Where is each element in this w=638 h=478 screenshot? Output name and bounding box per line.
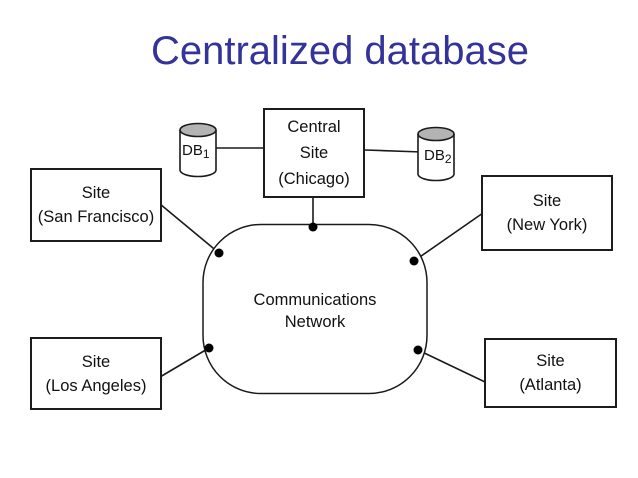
connector-atlanta-network	[417, 349, 486, 383]
db2-subscript: 2	[444, 152, 452, 166]
connector-losangeles-network	[159, 347, 210, 378]
network-label: Communications Network	[215, 289, 415, 333]
db2-name: DB	[424, 147, 445, 164]
db2-cylinder-top	[417, 126, 455, 142]
central-site-line1: Central	[287, 118, 341, 136]
db1-subscript: 1	[202, 147, 210, 161]
db1-label: DB1	[182, 142, 210, 161]
network-node-dot-upper-left	[214, 248, 224, 258]
site-sf-line2: (San Francisco)	[37, 208, 155, 226]
db2-label: DB2	[424, 147, 452, 166]
site-ny-line1: Site	[532, 192, 562, 210]
site-atl-line1: Site	[536, 352, 565, 370]
site-box-los-angeles: Site (Los Angeles)	[30, 337, 162, 410]
db1-cylinder-body	[179, 130, 217, 178]
site-box-san-francisco: Site (San Francisco)	[30, 168, 162, 242]
site-la-line1: Site	[81, 352, 111, 371]
network-label-line1: Communications	[253, 291, 377, 309]
site-atl-line2: (Atlanta)	[519, 376, 582, 394]
site-box-atlanta: Site (Atlanta)	[484, 338, 617, 408]
connector-central-db2	[364, 149, 423, 153]
central-site-line3: (Chicago)	[278, 170, 350, 188]
connector-newyork-network	[413, 212, 484, 262]
db2-cylinder-body	[417, 134, 455, 182]
site-box-new-york: Site (New York)	[481, 175, 613, 251]
site-sf-line1: Site	[81, 184, 111, 202]
connector-sanfrancisco-network	[159, 203, 220, 254]
site-ny-line2: (New York)	[506, 216, 588, 234]
site-la-line2: (Los Angeles)	[45, 376, 147, 395]
network-label-line2: Network	[284, 313, 346, 331]
db1-name: DB	[182, 142, 203, 159]
central-site-box: Central Site (Chicago)	[263, 108, 365, 198]
network-node-dot-lower-left	[204, 343, 214, 353]
network-node-dot-lower-right	[413, 345, 423, 355]
network-node-dot-top	[308, 222, 318, 232]
network-node-dot-upper-right	[409, 256, 419, 266]
slide-title: Centralized database	[150, 29, 530, 73]
central-site-line2: Site	[299, 144, 329, 162]
db1-cylinder-top	[179, 122, 217, 138]
